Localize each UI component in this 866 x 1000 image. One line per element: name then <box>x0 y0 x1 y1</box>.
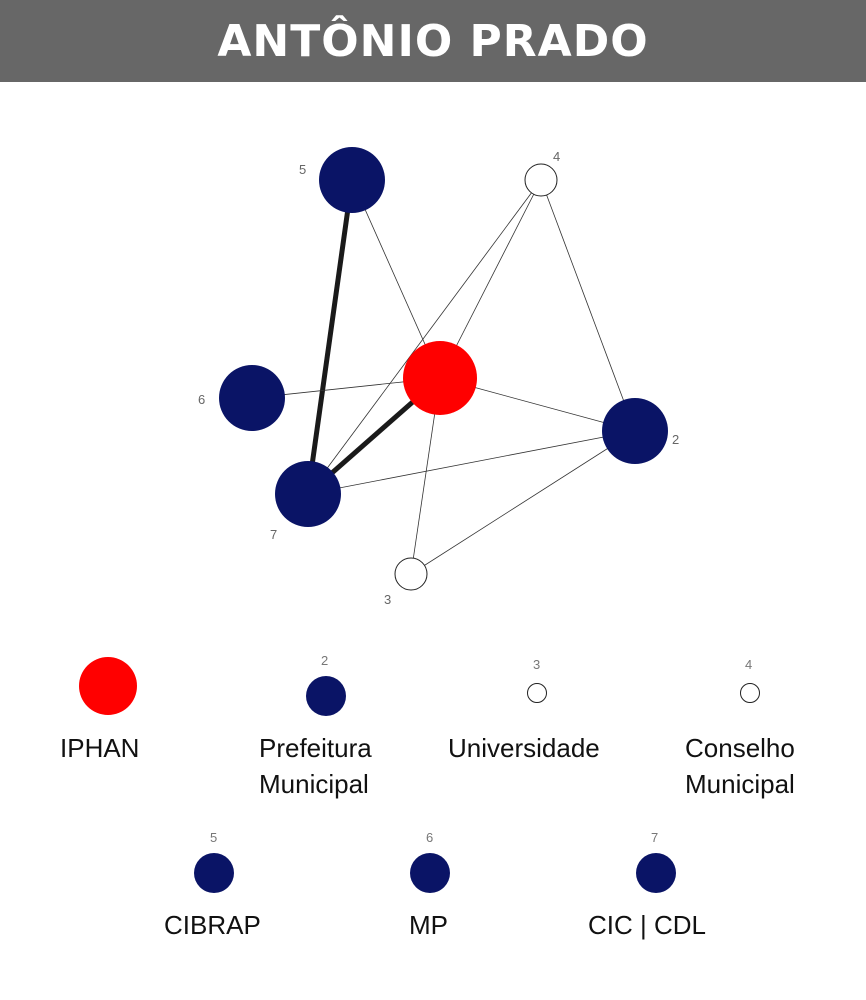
legend-cibrap-num: 5 <box>210 830 218 845</box>
node-3 <box>394 557 428 591</box>
node-label-2: 2 <box>672 432 679 447</box>
edge-3-2 <box>410 430 636 575</box>
node-label-7: 7 <box>270 527 277 542</box>
legend-prefeitura-label-1: Prefeitura <box>259 733 372 763</box>
edge-7-2 <box>307 430 636 495</box>
legend-mp-num: 6 <box>426 830 434 845</box>
legend-conselho-label-1: Conselho <box>685 733 795 763</box>
node-4 <box>524 163 558 197</box>
node-label-4: 4 <box>553 149 560 164</box>
legend-cibrap-label: CIBRAP <box>164 910 261 940</box>
legend-universidade-label: Universidade <box>448 733 600 763</box>
node-6 <box>219 365 285 431</box>
node-label-6: 6 <box>198 392 205 407</box>
legend-mp-label: MP <box>409 910 448 940</box>
node-label-3: 3 <box>384 592 391 607</box>
edge-4-7 <box>307 179 542 495</box>
legend-iphan-dot <box>79 657 137 715</box>
edge-5-7 <box>305 179 355 495</box>
legend-universidade-dot <box>527 683 547 703</box>
page-title: ANTÔNIO PRADO <box>217 15 649 67</box>
legend-cic-num: 7 <box>651 830 659 845</box>
legend-prefeitura-dot <box>306 676 346 716</box>
title-bar: ANTÔNIO PRADO <box>0 0 866 82</box>
node-1 <box>403 341 477 415</box>
legend-conselho-dot <box>740 683 760 703</box>
legend-prefeitura-num: 2 <box>321 653 329 668</box>
node-label-5: 5 <box>299 162 306 177</box>
legend-universidade-num: 3 <box>533 657 541 672</box>
network-diagram: 2 3 4 5 6 7 <box>198 147 679 607</box>
edge-4-1 <box>439 179 542 379</box>
legend-iphan-label: IPHAN <box>60 733 140 763</box>
legend-cic-dot <box>636 853 676 893</box>
legend-cic-label: CIC | CDL <box>588 910 706 940</box>
legend-mp-dot <box>410 853 450 893</box>
legend-cibrap-dot <box>194 853 234 893</box>
node-2 <box>602 398 668 464</box>
legend-prefeitura-label-2: Municipal <box>259 769 369 799</box>
node-7 <box>275 461 341 527</box>
legend-conselho-num: 4 <box>745 657 753 672</box>
legend-conselho-label-2: Municipal <box>685 769 795 799</box>
node-5 <box>319 147 385 213</box>
edge-4-2 <box>540 179 636 432</box>
